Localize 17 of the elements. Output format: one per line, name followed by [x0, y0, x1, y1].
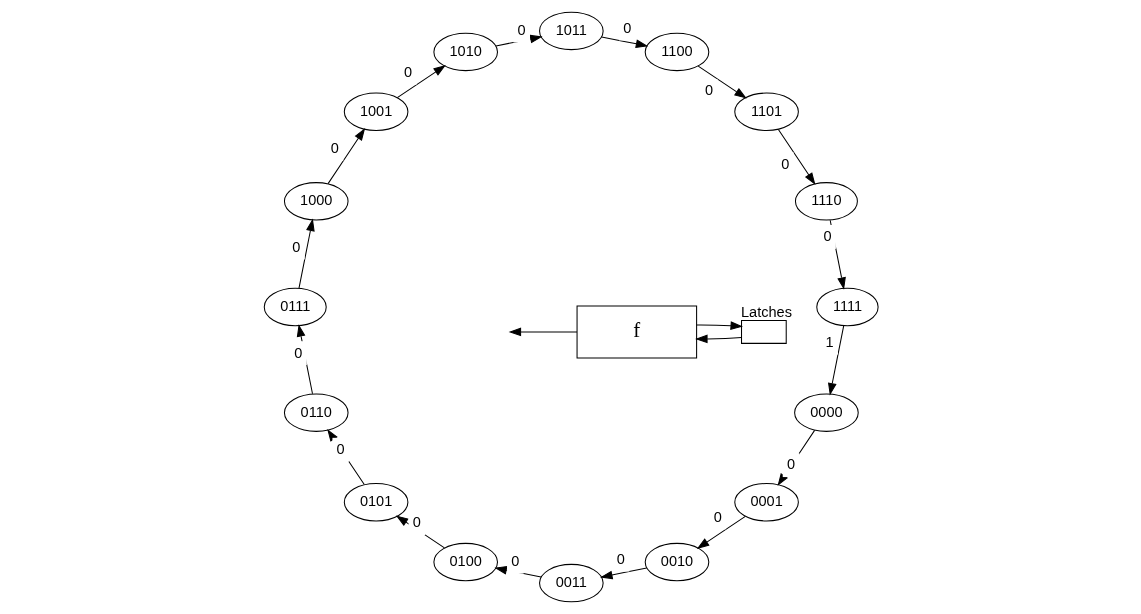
edge-label: 0	[616, 550, 625, 567]
edge-label: 0	[291, 238, 300, 255]
edge-label: 0	[293, 344, 302, 361]
edge-label: 0	[330, 140, 339, 157]
edge-label: 0	[786, 456, 795, 473]
edge-label: 0	[622, 19, 631, 36]
node-label: Latches	[740, 303, 792, 320]
edge-label: 0	[713, 508, 722, 525]
edge-label: 0	[510, 553, 519, 570]
edge-label: 0	[412, 514, 421, 531]
edge-label: 1	[825, 333, 834, 350]
edge-label: 0	[336, 441, 345, 458]
edge-label: 0	[704, 82, 713, 99]
edge-label: 0	[822, 228, 831, 245]
edge-label: 0	[780, 155, 789, 172]
edge-label: 0	[517, 21, 526, 38]
edge-label: 0	[403, 64, 412, 81]
